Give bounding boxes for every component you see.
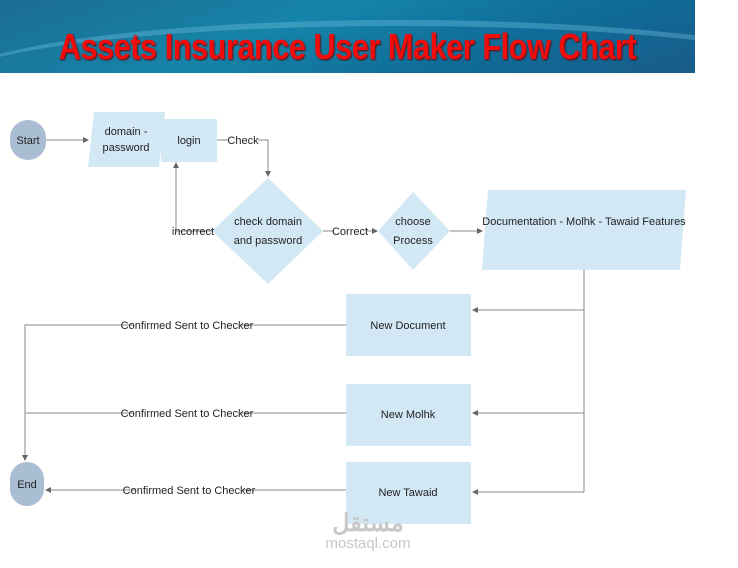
- new-tawaid-label: New Tawaid: [378, 487, 437, 499]
- banner-swoosh: [0, 20, 695, 73]
- watermark-arabic: مستقل: [332, 510, 404, 537]
- features-label: Documentation - Molhk - Tawaid Features: [482, 216, 686, 228]
- choose-process-decision: [378, 192, 450, 270]
- login-label: login: [177, 135, 200, 147]
- domain-label-2: password: [102, 142, 149, 154]
- choose-label-2: Process: [393, 235, 433, 247]
- check-label-1: check domain: [234, 216, 302, 228]
- start-node: [10, 120, 46, 160]
- incorrect-edge-label: incorrect: [172, 226, 214, 238]
- choose-label-1: choose: [395, 216, 430, 228]
- domain-password-node: [88, 112, 165, 167]
- check-edge-label: Check: [227, 135, 259, 147]
- new-molhk-label: New Molhk: [381, 409, 436, 421]
- end-node: [10, 462, 44, 506]
- end-label: End: [17, 479, 37, 491]
- edge-doc-confirm-b: [22, 324, 134, 461]
- start-label: Start: [16, 135, 39, 147]
- title-banner: Assets Insurance User Maker Flow Chart: [0, 0, 695, 73]
- confirmed-label-molhk: Confirmed Sent to Checker: [121, 408, 254, 420]
- login-node: [161, 119, 217, 162]
- new-document-label: New Document: [370, 320, 445, 332]
- check-domain-decision: [212, 178, 323, 284]
- connectors: [22, 137, 585, 495]
- new-molhk-node: [346, 384, 471, 446]
- page-title: Assets Insurance User Maker Flow Chart: [58, 26, 637, 67]
- confirmed-label-document: Confirmed Sent to Checker: [121, 320, 254, 332]
- correct-edge-label: Correct: [332, 226, 368, 238]
- domain-label-1: domain -: [105, 126, 148, 138]
- new-tawaid-node: [346, 462, 471, 524]
- features-node: [482, 190, 686, 270]
- watermark-latin: mostaql.com: [325, 535, 411, 552]
- edge-incorrect: [173, 162, 212, 232]
- watermark: مستقل mostaql.com: [318, 512, 418, 552]
- edge-login-check-b: [258, 139, 271, 177]
- confirmed-label-tawaid: Confirmed Sent to Checker: [123, 485, 256, 497]
- check-label-2: and password: [234, 235, 303, 247]
- new-document-node: [346, 294, 471, 356]
